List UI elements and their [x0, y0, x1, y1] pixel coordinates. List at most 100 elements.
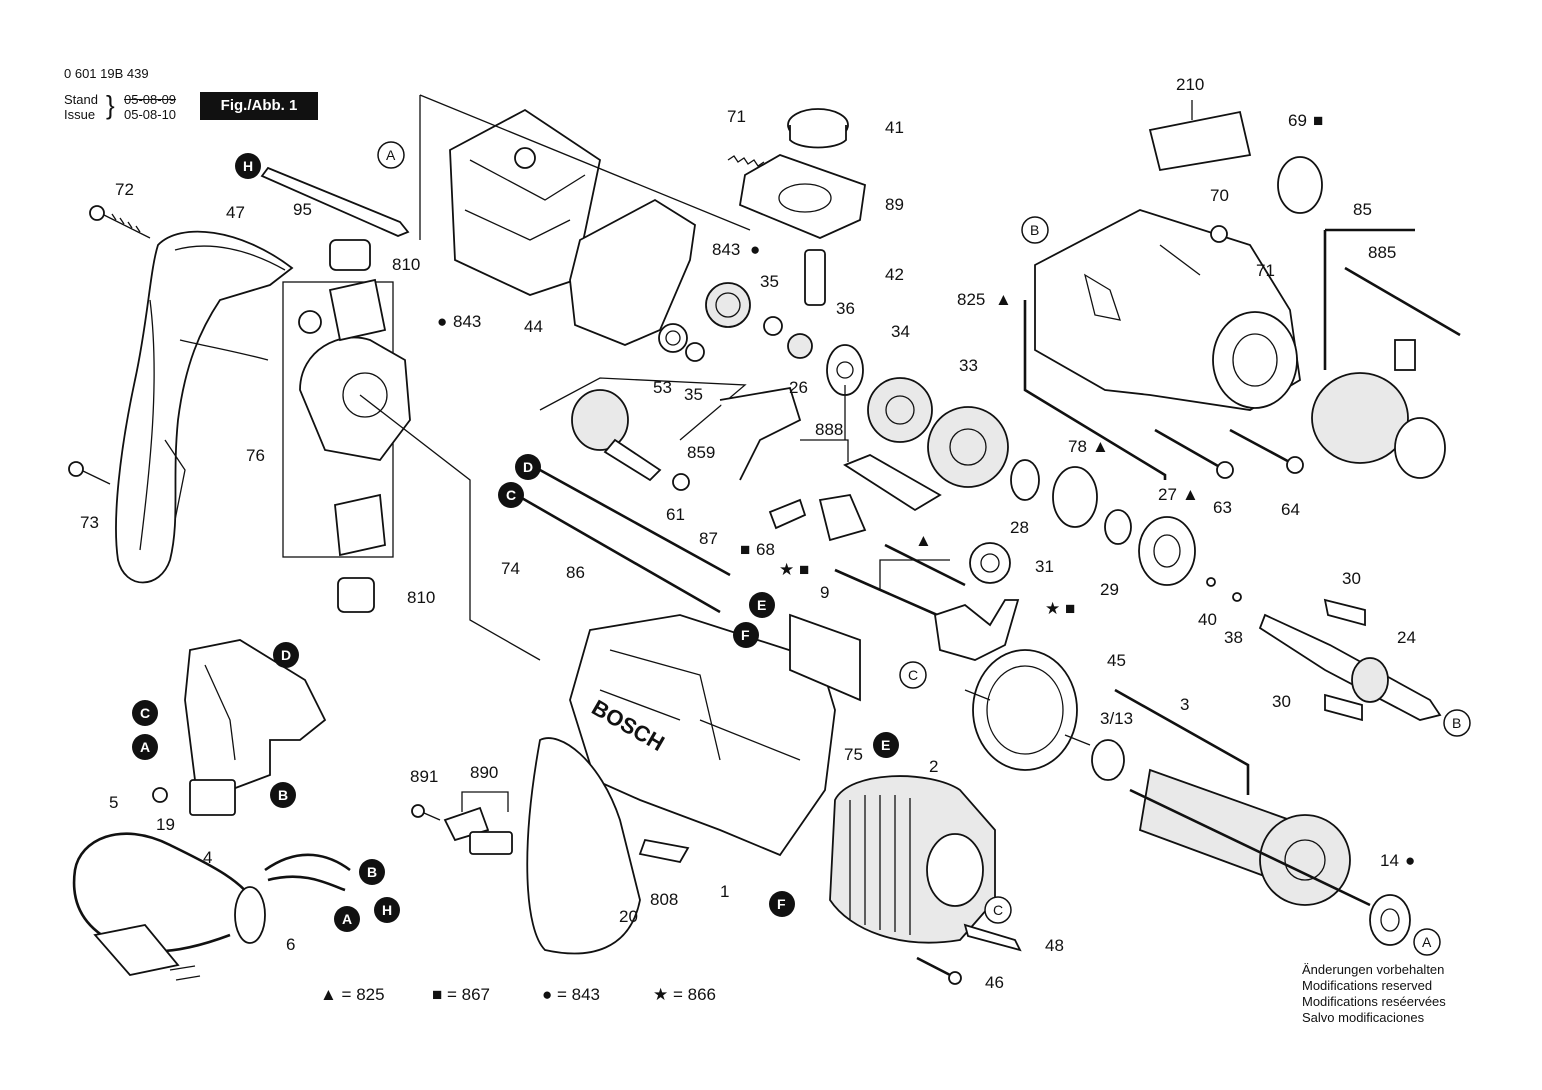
bracket-888: [800, 439, 849, 462]
stand-date: 05-08-09: [124, 92, 177, 107]
label-89: 89: [885, 195, 904, 214]
legend-dot: ● = 843: [542, 985, 601, 1004]
label-71a: 71: [727, 107, 746, 126]
marker-h-top: H: [235, 153, 261, 179]
key-30b: [1324, 693, 1363, 722]
pin-95: [260, 166, 410, 237]
marker-e-rod: E: [749, 592, 775, 618]
label-35a: 35: [760, 272, 779, 291]
label-19: 19: [156, 815, 175, 834]
marker-c-field: C: [984, 896, 1012, 924]
legend-triangle: ▲ = 825: [320, 985, 385, 1004]
label-3: 3: [1180, 695, 1189, 714]
svg-text:D: D: [523, 459, 533, 475]
issue-date: 05-08-10: [124, 107, 177, 122]
label-63: 63: [1213, 498, 1232, 517]
brush-cap-810a: [329, 239, 371, 271]
svg-text:H: H: [243, 158, 253, 174]
brush-890: [443, 806, 513, 855]
label-2: 2: [929, 757, 938, 776]
marker-a-right: A: [1413, 928, 1441, 956]
label-1: 1: [720, 882, 729, 901]
label-26: 26: [789, 378, 808, 397]
spring-ring-part: [298, 310, 322, 334]
bracket-85: [1323, 228, 1415, 370]
svg-text:D: D: [281, 647, 291, 663]
ring-35b: [685, 342, 705, 362]
triangle-icon: ▲: [1182, 485, 1199, 504]
label-27: 27: [1158, 485, 1177, 504]
label-14: 14: [1380, 851, 1399, 870]
screw-72: [89, 205, 151, 239]
note-de: Änderungen vorbehalten: [1302, 962, 1445, 977]
main-housing-1: [526, 614, 836, 955]
ring-35a: [763, 316, 783, 336]
marker-b-switch: B: [270, 782, 296, 808]
svg-text:H: H: [382, 902, 392, 918]
svg-text:F: F: [741, 627, 750, 643]
label-885: 885: [1368, 243, 1396, 262]
fork-part: [934, 599, 1020, 661]
label-6: 6: [286, 935, 295, 954]
knob-69: [1277, 156, 1323, 214]
label-810b: 810: [407, 588, 435, 607]
label-3_13: 3/13: [1100, 709, 1133, 728]
label-46: 46: [985, 973, 1004, 992]
legend-star: ★ = 866: [653, 985, 716, 1004]
label-75: 75: [844, 745, 863, 764]
armature-3: [1129, 768, 1371, 907]
ring-70: [1210, 225, 1228, 243]
marker-f-field: F: [769, 891, 795, 917]
rod-87: [539, 468, 731, 577]
label-74: 74: [501, 559, 520, 578]
svg-text:C: C: [506, 487, 516, 503]
chuck-key-885: [1344, 266, 1461, 371]
svg-text:F: F: [777, 896, 786, 912]
label-36: 36: [836, 299, 855, 318]
washer-31: [969, 542, 1011, 584]
screw-73: [68, 461, 111, 485]
label-210: 210: [1176, 75, 1204, 94]
label-30b: 30: [1272, 692, 1291, 711]
guide-888: [818, 454, 942, 542]
ring-29: [1104, 509, 1132, 545]
label-20: 20: [619, 907, 638, 926]
gear-26: [787, 333, 813, 359]
note-en: Modifications reserved: [1302, 978, 1433, 993]
label-68: 68: [756, 540, 775, 559]
label-9: 9: [820, 583, 829, 602]
ring-28: [1010, 459, 1040, 501]
label-69: 69: [1288, 111, 1307, 130]
label-843a: 843: [453, 312, 481, 331]
brace-icon: }: [106, 90, 115, 120]
bracket-3: [1114, 688, 1250, 795]
gear-housing-825: [1034, 209, 1301, 411]
brush-plate-part: [299, 278, 411, 557]
screw-19: [152, 787, 168, 803]
doc-number: 0 601 19B 439: [64, 66, 149, 81]
square-icon: ■: [1313, 111, 1323, 130]
screw-891: [411, 804, 441, 821]
label-72: 72: [115, 180, 134, 199]
chuck-85: [1311, 372, 1446, 479]
label-35b: 35: [684, 385, 703, 404]
label-825: 825: [957, 290, 985, 309]
gear-34: [867, 377, 933, 443]
bracket-48: [963, 923, 1022, 952]
label-64: 64: [1281, 500, 1300, 519]
svg-text:B: B: [278, 787, 288, 803]
marker-b-top: B: [1021, 216, 1049, 244]
field-2: [829, 775, 996, 944]
bearing-14: [1369, 894, 1411, 946]
bearing-27: [1138, 516, 1196, 586]
svg-text:C: C: [993, 902, 1003, 918]
cord-5: [72, 832, 351, 981]
bolt-63: [1154, 428, 1234, 479]
knob-41: [787, 108, 849, 149]
label-891: 891: [410, 767, 438, 786]
label-45: 45: [1107, 651, 1126, 670]
issue-label: Issue: [64, 107, 96, 122]
label-78: 78: [1068, 437, 1087, 456]
dot-icon: ●: [437, 312, 447, 331]
svg-text:C: C: [140, 705, 150, 721]
